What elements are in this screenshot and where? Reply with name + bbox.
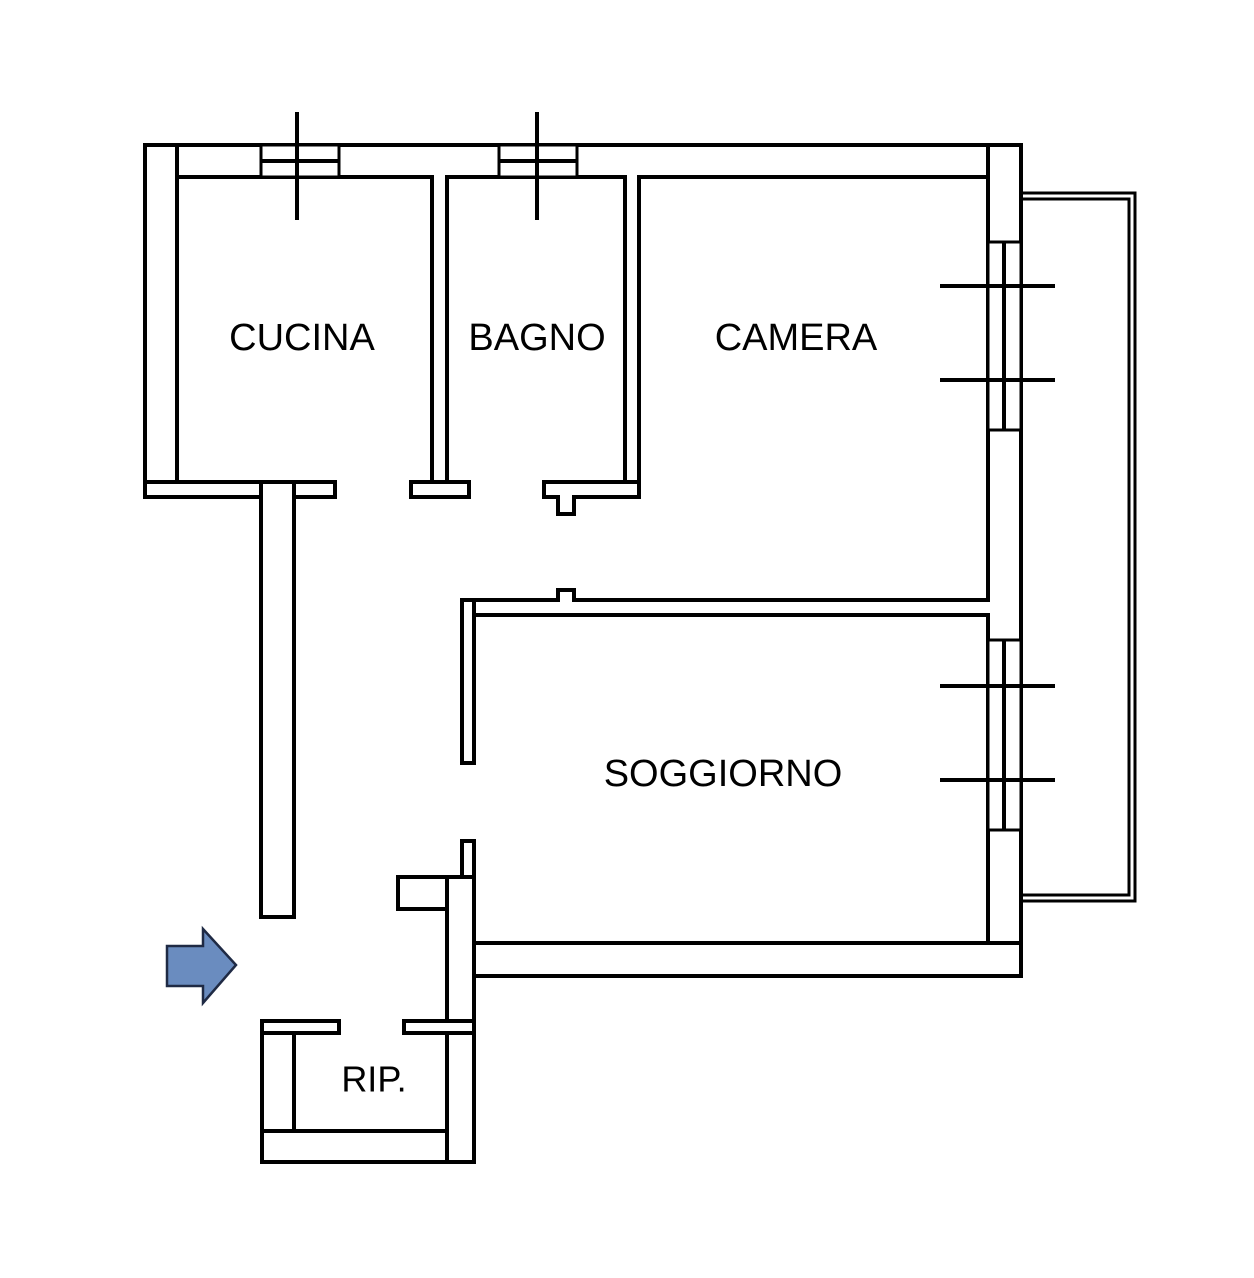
entry-arrow-icon	[165, 925, 238, 1007]
walls	[143, 143, 1023, 1164]
window-soggiorno	[940, 638, 1055, 832]
room-label-soggiorno: SOGGIORNO	[604, 753, 843, 795]
room-label-rip: RIP.	[341, 1059, 406, 1100]
room-label-bagno: BAGNO	[468, 317, 605, 359]
room-label-cucina: CUCINA	[229, 317, 375, 359]
window-camera	[940, 240, 1055, 432]
room-label-camera: CAMERA	[715, 317, 878, 359]
window-cucina	[259, 112, 341, 220]
balcony	[1018, 191, 1137, 903]
window-bagno	[497, 112, 579, 220]
